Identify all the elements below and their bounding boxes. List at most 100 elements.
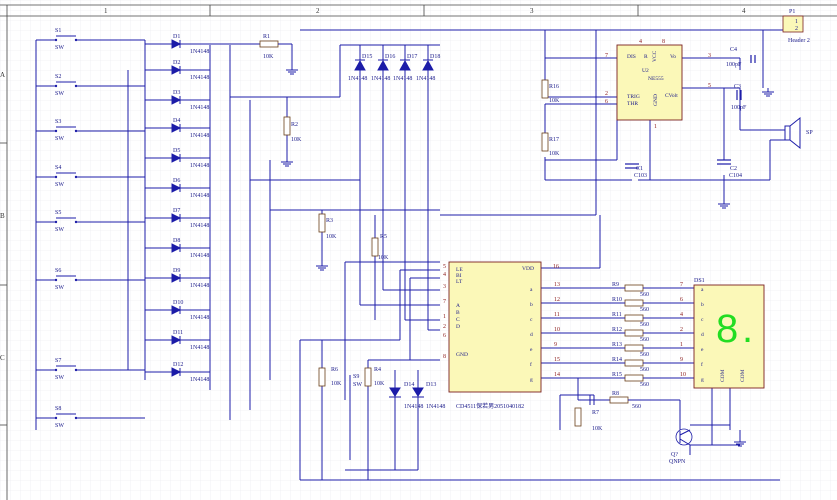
diode-d17-name: D17	[407, 54, 417, 60]
ne555-pin-thr: THR	[627, 101, 638, 107]
resistor-r1-value: 10K	[263, 54, 274, 60]
resistor-r17	[541, 132, 549, 152]
display-pin-e: 1	[680, 342, 683, 348]
resistor-r11-name: R11	[612, 312, 622, 318]
cd4511-num-gnd: 8	[443, 354, 446, 360]
header-pin1: 1	[795, 19, 798, 25]
resistor-r9-name: R9	[612, 282, 619, 288]
resistor-r16-value: 10K	[549, 98, 560, 104]
resistor-r17-value: 10K	[549, 151, 560, 157]
capacitor-c2-value: C104	[729, 173, 742, 179]
resistor-r7	[574, 407, 582, 427]
diode-d14-part: 1N4148	[404, 404, 423, 410]
diode-d10-part: 1N4148	[190, 315, 209, 321]
transistor-body	[675, 428, 693, 446]
diode-d14-symbol	[389, 387, 401, 397]
switch-s5-type: SW	[55, 227, 64, 233]
resistor-r10-value: 560	[640, 307, 649, 313]
transistor-type: QNPN	[669, 459, 686, 465]
resistors: R1 10K R2 10K R3 10K R5 10K R6 10K R4 10…	[259, 34, 650, 432]
frame-row-b: B	[0, 212, 5, 220]
display-pin-g: 10	[680, 372, 686, 378]
ne555-num-6: 6	[605, 99, 608, 105]
resistor-r6	[318, 367, 326, 387]
resistor-r4-name: R4	[374, 367, 381, 373]
ne555-num-5: 5	[708, 83, 711, 89]
resistor-r6-name: R6	[331, 367, 338, 373]
capacitor-c1-value: C103	[634, 173, 647, 179]
diode-d15-part: 1N4148	[348, 76, 367, 82]
display-seg-label-b: b	[701, 302, 704, 308]
diode-d1-symbol	[171, 39, 182, 49]
resistor-r17-name: R17	[549, 137, 559, 143]
cd4511-num-lt: 3	[443, 284, 446, 290]
display-com-2: COM	[740, 369, 746, 382]
resistor-r12-value: 560	[640, 337, 649, 343]
switch-s9-type: SW	[353, 382, 362, 388]
diode-d16-part: 1N4148	[371, 76, 390, 82]
resistor-r1-name: R1	[263, 34, 270, 40]
resistor-r3-value: 10K	[326, 234, 337, 240]
header-ref: P1	[789, 9, 795, 15]
switch-s9: S9 SW	[344, 374, 362, 395]
resistor-r7-value: 10K	[592, 426, 603, 432]
ne555-pin-dis: DIS	[627, 54, 636, 60]
diode-d4-symbol	[171, 123, 182, 133]
cd4511-num-a: 7	[443, 299, 446, 305]
cd4511-pin-a: A	[456, 303, 460, 309]
cd4511-caption: CD4511保若男2051040182	[456, 402, 524, 410]
cd4511-num-bi: 4	[443, 272, 446, 278]
resistor-r1	[259, 40, 279, 48]
resistor-r12	[624, 329, 644, 337]
diode-d6-part: 1N4148	[190, 193, 209, 199]
seven-segment-display: DS1 8 . COM COM	[693, 278, 765, 389]
ne555-part: NE555	[648, 76, 664, 82]
display-seg-label-c: c	[701, 317, 704, 323]
resistor-r5	[371, 237, 379, 257]
cd4511-out-pin-f: 15	[554, 357, 560, 363]
display-pin-b: 6	[680, 297, 683, 303]
display-pin-d: 2	[680, 327, 683, 333]
display-seg-label-a: a	[701, 287, 704, 293]
resistor-r3-name: R3	[326, 218, 333, 224]
switch-s5-name: S5	[55, 210, 61, 216]
resistor-r9-value: 560	[640, 292, 649, 298]
cd4511-pin-seg-c: c	[530, 317, 533, 323]
diode-d6-name: D6	[173, 178, 180, 184]
diode-d4-name: D4	[173, 118, 180, 124]
cd4511-num-vdd: 16	[553, 264, 559, 270]
transistor-q: Q? QNPN	[669, 428, 693, 465]
display-ref: DS1	[694, 278, 705, 284]
resistor-r14	[624, 359, 644, 367]
switch-s6-name: S6	[55, 268, 61, 274]
ne555-pin-gnd: GND	[653, 94, 659, 106]
resistor-r3	[318, 213, 326, 233]
frame-column-4: 4	[742, 7, 746, 15]
diode-d5-name: D5	[173, 148, 180, 154]
resistor-r2-value: 10K	[291, 137, 302, 143]
cd4511-chip: LE BI LT A B C D GND VDD a b c d e f g 5…	[443, 261, 559, 410]
frame-column-1: 1	[104, 7, 108, 15]
switch-s6-type: SW	[55, 285, 64, 291]
cd4511-pin-lt: LT	[456, 279, 463, 285]
cd4511-out-pin-d: 10	[554, 327, 560, 333]
diode-d13-part: 1N4148	[426, 404, 445, 410]
cd4511-num-d: 6	[443, 333, 446, 339]
cd4511-out-pin-c: 11	[554, 312, 560, 318]
diode-d12-name: D12	[173, 362, 183, 368]
cd4511-pin-vdd: VDD	[522, 266, 534, 272]
diode-d12-part: 1N4148	[190, 377, 209, 383]
speaker-cone	[789, 116, 801, 150]
display-seg-label-f: f	[701, 361, 703, 368]
capacitor-c4-value: 100pF	[726, 62, 742, 68]
diode-d3-part: 1N4148	[190, 105, 209, 111]
cd4511-pin-seg-e: e	[530, 347, 533, 353]
diode-d16-name: D16	[385, 54, 395, 60]
display-seg-label-e: e	[701, 347, 704, 353]
frame-column-2: 2	[316, 7, 320, 15]
cd4511-pin-bi: BI	[456, 273, 462, 279]
resistor-r8-name: R8	[612, 391, 619, 397]
